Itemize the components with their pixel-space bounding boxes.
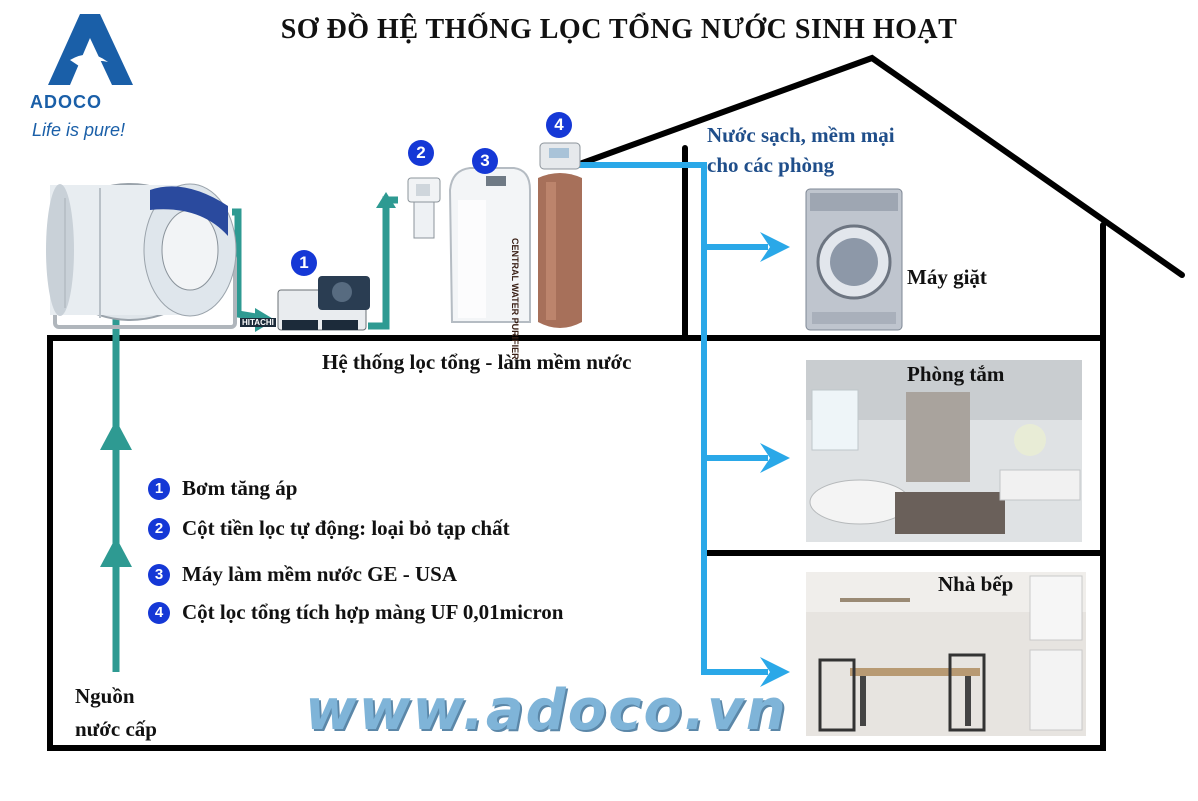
bathroom-image (806, 360, 1082, 542)
water-softener-icon (448, 167, 531, 323)
pre-filter-icon (407, 177, 441, 239)
legend-text-2: Cột tiền lọc tự động: loại bỏ tạp chất (182, 516, 510, 540)
clean-water-line-2: cho các phòng (707, 153, 835, 177)
adoco-logo-icon (48, 14, 133, 85)
legend-number-3: 3 (148, 563, 170, 586)
booster-pump-icon (277, 276, 370, 331)
source-water-label: Nguồn nước cấp (75, 680, 157, 746)
pump-brand-label: HITACHI (240, 318, 276, 327)
purifier-label: CENTRAL WATER PURIFIER (510, 238, 520, 360)
logo-slogan: Life is pure! (32, 120, 126, 140)
room-label-washing: Máy giặt (907, 265, 987, 289)
clean-water-label: Nước sạch, mềm mại cho các phòng (707, 120, 895, 180)
water-tank-icon (46, 183, 237, 329)
clean-pipe (578, 162, 768, 675)
clean-water-line-1: Nước sạch, mềm mại (707, 123, 895, 147)
source-line-1: Nguồn (75, 684, 135, 708)
legend-item-2: 2 Cột tiền lọc tự động: loại bỏ tạp chất (148, 516, 510, 541)
source-line-2: nước cấp (75, 717, 157, 741)
clean-arrowheads (760, 232, 790, 687)
legend-text-4: Cột lọc tổng tích hợp màng UF 0,01micron (182, 600, 564, 624)
room-label-bathroom: Phòng tắm (907, 362, 1005, 386)
legend-item-4: 4 Cột lọc tổng tích hợp màng UF 0,01micr… (148, 600, 563, 625)
legend-number-2: 2 (148, 517, 170, 540)
badge-3: 3 (472, 148, 498, 174)
logo-wordmark: ADOCO (30, 92, 102, 112)
source-pipe (112, 196, 398, 672)
system-label: Hệ thống lọc tổng - làm mềm nước (322, 350, 632, 374)
kitchen-image (806, 572, 1086, 736)
room-label-kitchen: Nhà bếp (938, 572, 1014, 596)
legend-text-1: Bơm tăng áp (182, 476, 298, 500)
house-outline (47, 54, 1185, 751)
page-title: SƠ ĐỒ HỆ THỐNG LỌC TỔNG NƯỚC SINH HOẠT (280, 14, 958, 45)
badge-2: 2 (408, 140, 434, 166)
legend-number-1: 1 (148, 477, 170, 500)
washing-machine-icon (805, 188, 903, 331)
legend-text-3: Máy làm mềm nước GE - USA (182, 562, 458, 586)
legend-item-1: 1 Bơm tăng áp (148, 476, 297, 501)
badge-1: 1 (291, 250, 317, 276)
website-watermark: www.adoco.vn (305, 678, 788, 743)
legend-number-4: 4 (148, 601, 170, 624)
badge-4: 4 (546, 112, 572, 138)
central-purifier-icon (538, 142, 582, 328)
legend-item-3: 3 Máy làm mềm nước GE - USA (148, 562, 457, 587)
